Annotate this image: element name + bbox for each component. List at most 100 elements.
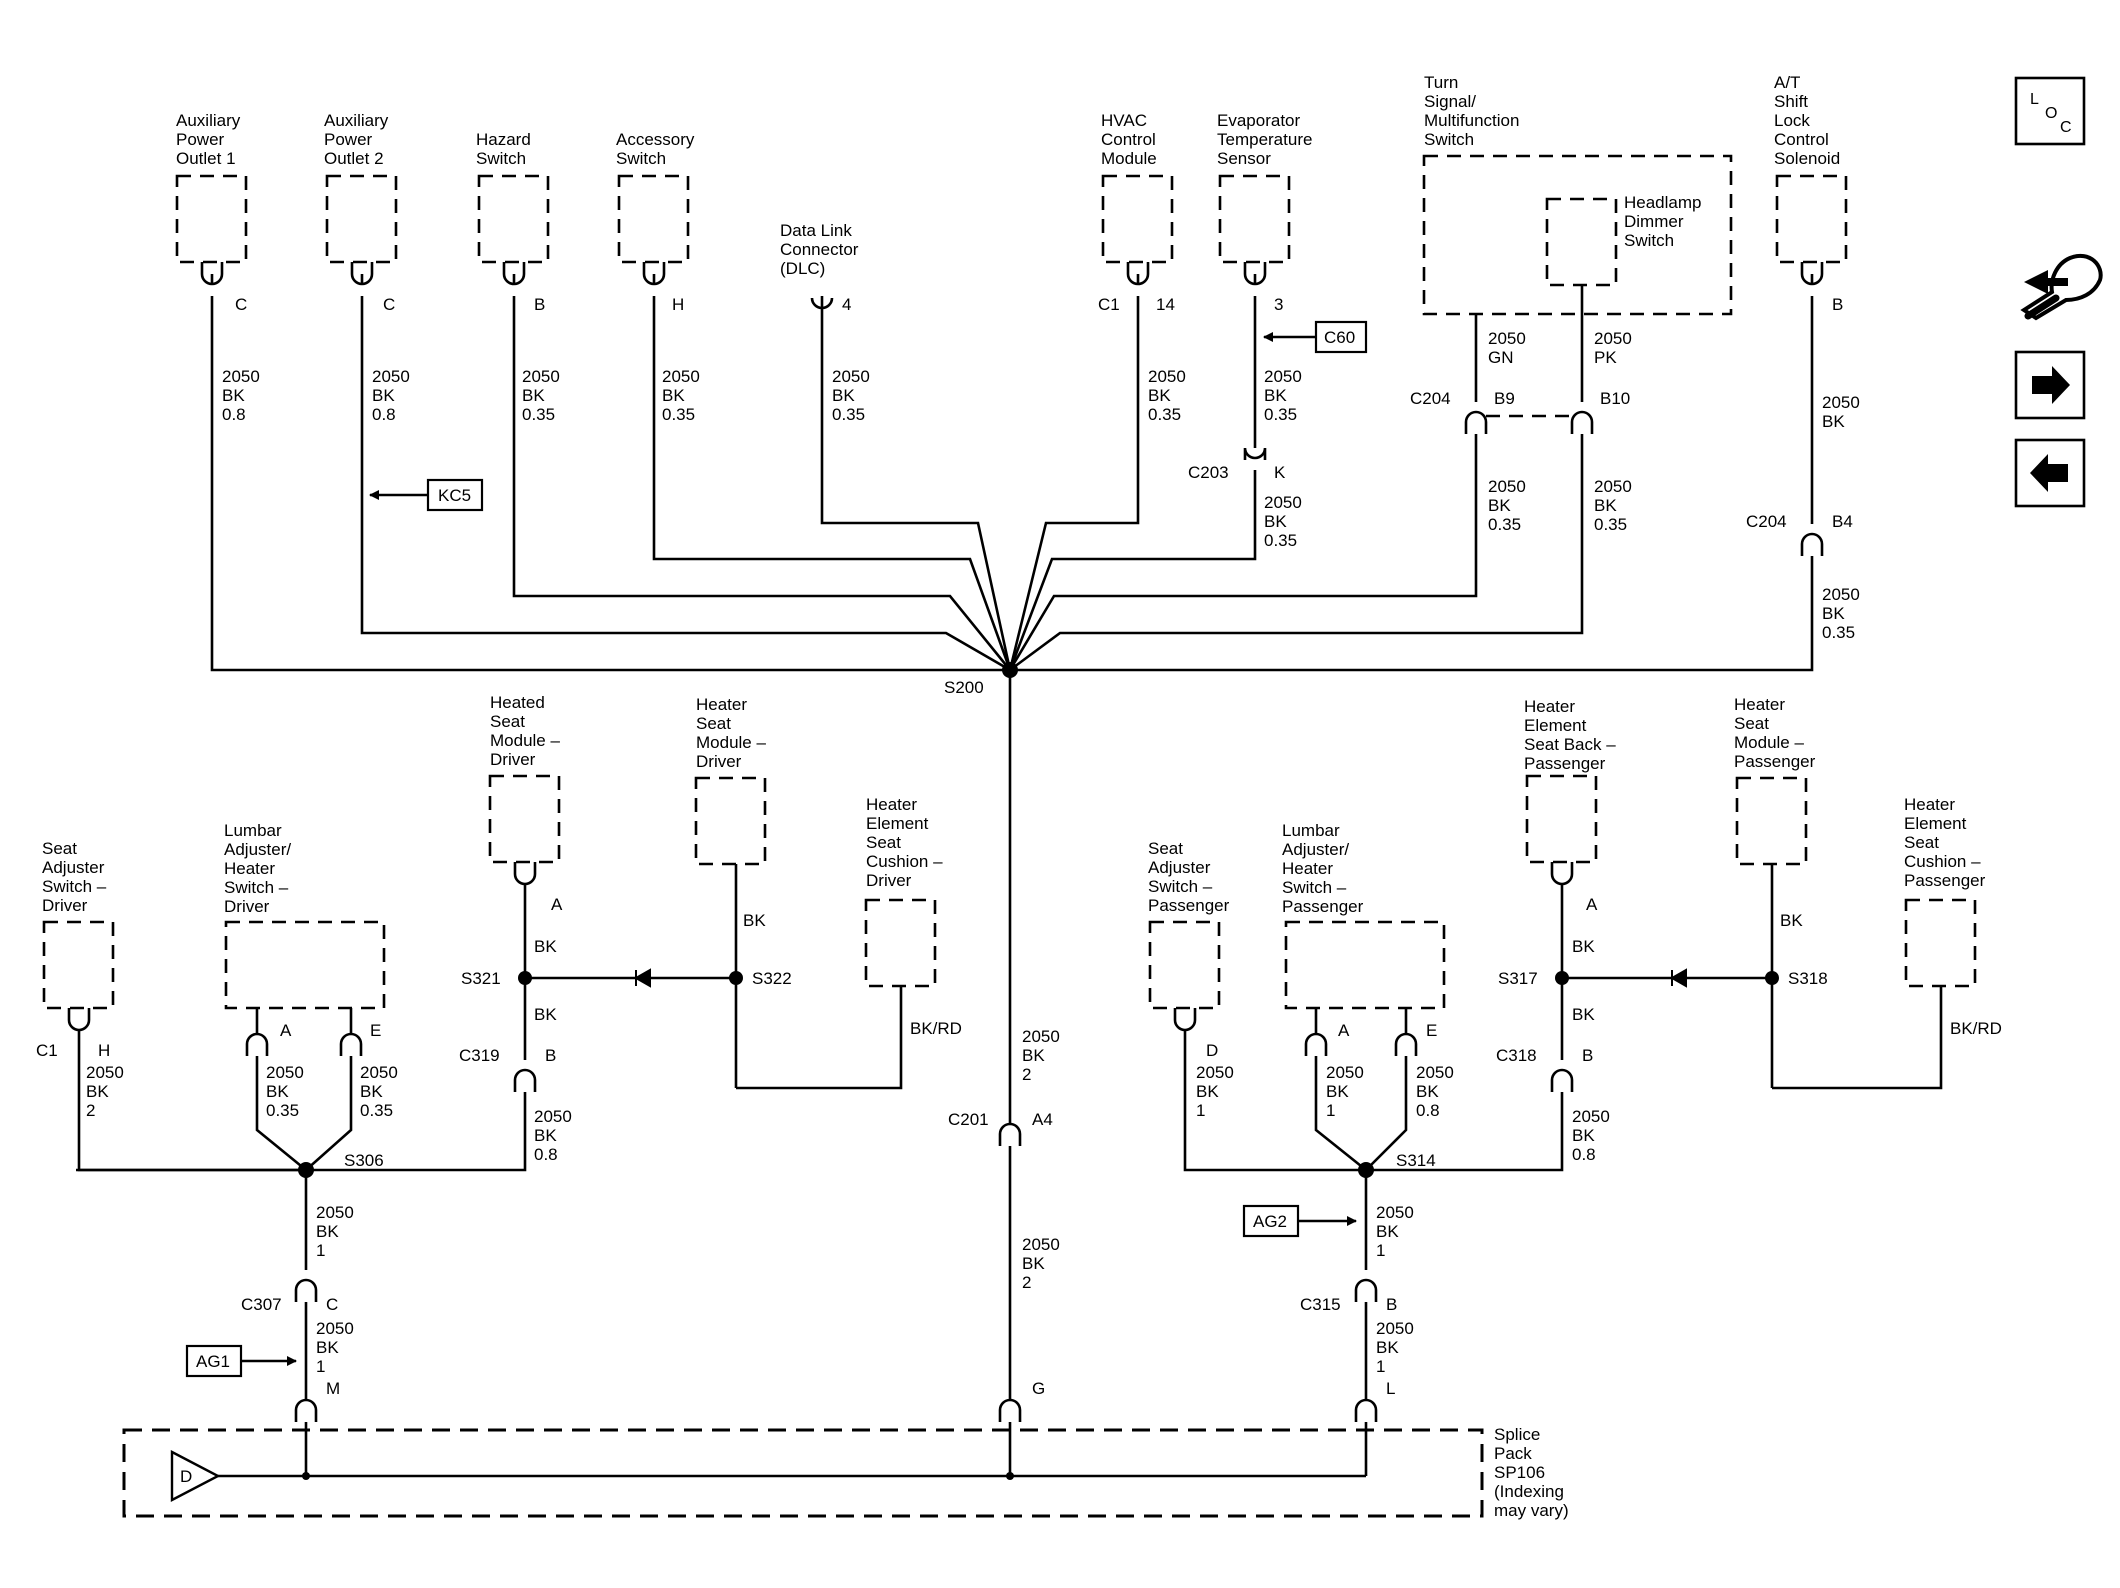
wire-label: 2050 bbox=[86, 1063, 124, 1082]
wire-lumbar-a bbox=[1314, 1056, 1367, 1172]
wire-label: BK bbox=[1264, 386, 1287, 405]
connector-c319 bbox=[513, 1068, 537, 1092]
top-wire-labels: 2050 BK 0.8 2050 BK 0.8 2050 BK 0.35 205… bbox=[222, 329, 1860, 642]
wire-label: BK bbox=[534, 1005, 557, 1024]
component-box bbox=[477, 174, 550, 264]
pin-label: C1 bbox=[1098, 295, 1120, 314]
accessory-switch: Accessory Switch bbox=[616, 130, 695, 264]
turn-signal-multifunction-switch: Turn Signal/ Multifunction Switch bbox=[1422, 73, 1733, 316]
wire-label: BK bbox=[316, 1338, 339, 1357]
pin-label: E bbox=[370, 1021, 381, 1040]
ref-box bbox=[185, 1344, 243, 1378]
splice-pack-label-line: SP106 bbox=[1494, 1463, 1545, 1482]
component-label-line: Passenger bbox=[1904, 871, 1986, 890]
arrow-right-icon bbox=[2032, 366, 2070, 404]
wire-label: 2050 bbox=[1196, 1063, 1234, 1082]
ref-c60: C60 bbox=[1263, 320, 1368, 354]
wire-label: 0.35 bbox=[360, 1101, 393, 1120]
wire-label: 0.8 bbox=[1572, 1145, 1596, 1164]
component-label-line: Seat Back – bbox=[1524, 735, 1616, 754]
at-shift-lock-control-solenoid: A/T Shift Lock Control Solenoid bbox=[1774, 73, 1848, 264]
component-label-line: Heater bbox=[696, 695, 747, 714]
hvac-control-module: HVAC Control Module bbox=[1101, 111, 1174, 264]
wire-label: 2050 bbox=[832, 367, 870, 386]
wire-label: BK bbox=[1326, 1082, 1349, 1101]
wire-label: 0.8 bbox=[222, 405, 246, 424]
component-label-line: Adjuster/ bbox=[1282, 840, 1349, 859]
wire-label: 1 bbox=[1376, 1241, 1385, 1260]
splice-label: S314 bbox=[1396, 1151, 1436, 1170]
component-box bbox=[617, 174, 690, 264]
component-label-line: Driver bbox=[42, 896, 88, 915]
component-label-line: Seat bbox=[490, 712, 525, 731]
splice-pack-label-line: may vary) bbox=[1494, 1501, 1569, 1520]
passenger-wires bbox=[1173, 862, 1943, 1422]
wire-accessory bbox=[652, 296, 1012, 671]
wire-label: 2050 bbox=[1416, 1063, 1454, 1082]
wire-aux2 bbox=[360, 296, 1011, 672]
wire-label: BK bbox=[86, 1082, 109, 1101]
wire-label: 2050 bbox=[522, 367, 560, 386]
wire-label: BK bbox=[832, 386, 855, 405]
component-label-line: Driver bbox=[490, 750, 536, 769]
component-label-line: (DLC) bbox=[780, 259, 825, 278]
wire-label: BK bbox=[1594, 496, 1617, 515]
component-label-line: Passenger bbox=[1524, 754, 1606, 773]
wire-label: 0.35 bbox=[266, 1101, 299, 1120]
component-tool-button[interactable] bbox=[2020, 254, 2103, 321]
component-label-line: Switch – bbox=[42, 877, 107, 896]
loc-letter: O bbox=[2045, 105, 2057, 122]
wire-b10 bbox=[1009, 434, 1584, 672]
component-box bbox=[224, 920, 386, 1010]
component-box bbox=[325, 174, 398, 264]
wire-label: 0.35 bbox=[522, 405, 555, 424]
aux-power-outlet-1: Auxiliary Power Outlet 1 bbox=[175, 111, 248, 264]
loc-button[interactable]: L O C bbox=[2014, 76, 2086, 146]
wire-label: 0.35 bbox=[1148, 405, 1181, 424]
wire-label: 0.35 bbox=[1822, 623, 1855, 642]
wire-evap-2 bbox=[1008, 470, 1257, 671]
bus-junction bbox=[302, 1472, 310, 1480]
component-label-line: Switch – bbox=[1148, 877, 1213, 896]
wire-label: 0.35 bbox=[662, 405, 695, 424]
pin-label: C319 bbox=[459, 1046, 500, 1065]
component-label-line: Lumbar bbox=[1282, 821, 1340, 840]
component-label-line: Seat bbox=[1904, 833, 1939, 852]
top-pin-labels: C C B H 4 C1 14 3 C203 K C204 B9 B10 B C… bbox=[235, 295, 1853, 697]
connector-c318 bbox=[1550, 1068, 1574, 1092]
connector-lumbar-e bbox=[1394, 1032, 1418, 1056]
pin-label: B9 bbox=[1494, 389, 1515, 408]
pin-label: C1 bbox=[36, 1041, 58, 1060]
connector-g bbox=[998, 1398, 1022, 1422]
splice-pack-sp106: D Splice Pack SP106 (Indexing may vary) bbox=[122, 1422, 1569, 1520]
wire-label: 2050 bbox=[1376, 1203, 1414, 1222]
component-label-line: Element bbox=[866, 814, 929, 833]
component-label-line: Auxiliary bbox=[324, 111, 389, 130]
wire-hesc-passenger bbox=[1772, 986, 1943, 1090]
component-label-line: Heater bbox=[1904, 795, 1955, 814]
component-label-line: Headlamp bbox=[1624, 193, 1702, 212]
connector-m bbox=[294, 1398, 318, 1422]
next-button[interactable] bbox=[2014, 350, 2086, 420]
ref-box bbox=[1314, 320, 1368, 354]
wire-label: BK/RD bbox=[1950, 1019, 2002, 1038]
pin-label: A bbox=[1338, 1021, 1350, 1040]
ref-label: AG2 bbox=[1253, 1212, 1287, 1231]
wire-label: 2050 bbox=[372, 367, 410, 386]
component-label-line: Element bbox=[1524, 716, 1587, 735]
component-label-line: Cushion – bbox=[1904, 852, 1981, 871]
wire-label: BK bbox=[1572, 937, 1595, 956]
pin-label: C315 bbox=[1300, 1295, 1341, 1314]
component-box bbox=[1218, 174, 1291, 264]
connector-c307 bbox=[294, 1278, 318, 1302]
component-label-line: Element bbox=[1904, 814, 1967, 833]
wire-label: 0.8 bbox=[1416, 1101, 1440, 1120]
component-label-line: Heated bbox=[490, 693, 545, 712]
connector-symbol bbox=[1173, 1008, 1197, 1032]
pin-label: K bbox=[1274, 463, 1286, 482]
component-box bbox=[1101, 174, 1174, 264]
wire-label: 2 bbox=[1022, 1065, 1031, 1084]
previous-button[interactable] bbox=[2014, 438, 2086, 508]
wire-label: 2050 bbox=[534, 1107, 572, 1126]
